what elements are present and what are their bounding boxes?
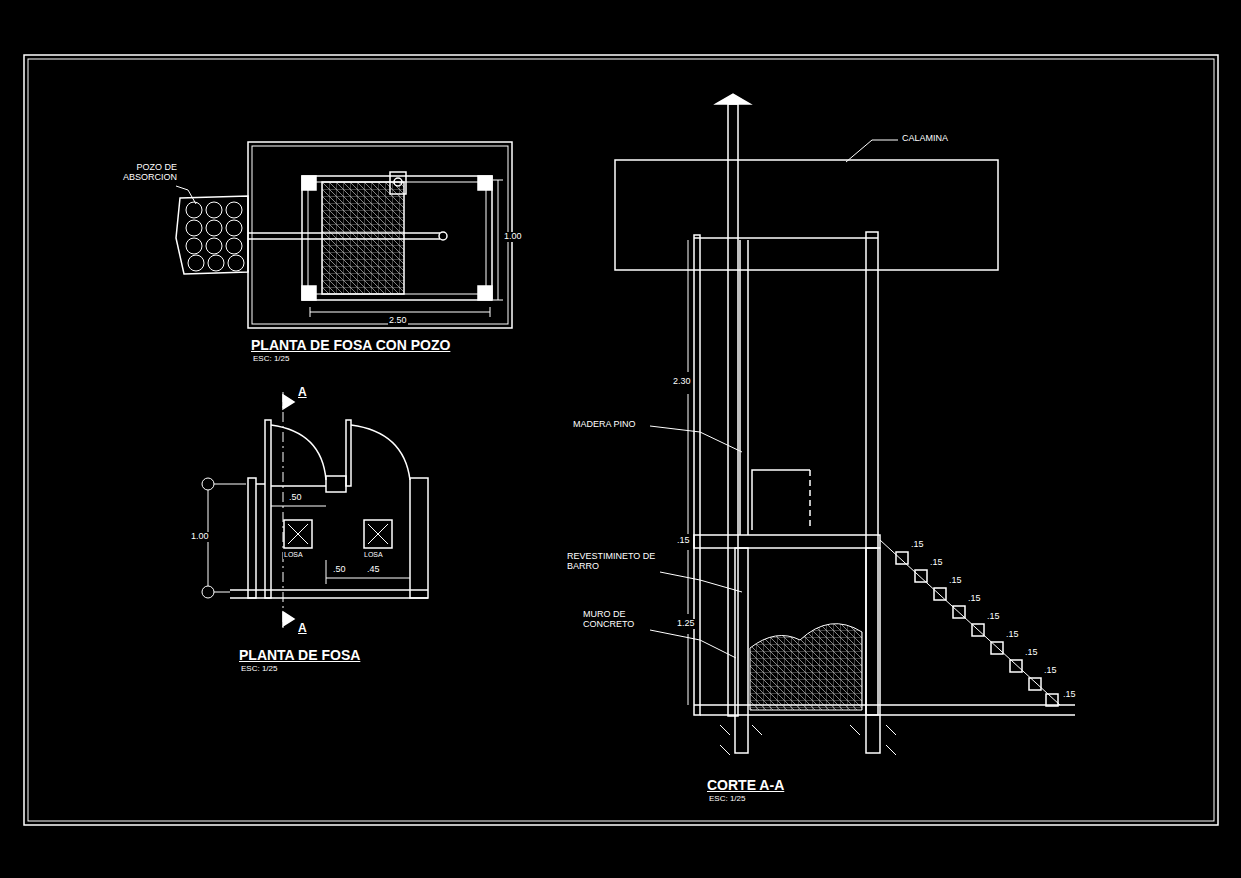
dimension: .15 (948, 576, 963, 586)
scale-note: ESC: 1/25 (708, 795, 746, 804)
dimension: 2.50 (388, 316, 408, 326)
dimension: .15 (986, 612, 1001, 622)
dimension: 1.25 (676, 619, 696, 629)
dimension: .50 (288, 493, 303, 503)
dimension: .15 (1043, 666, 1058, 676)
view-title: PLANTA DE FOSA CON POZO (250, 338, 451, 353)
dimension: .15 (1062, 690, 1077, 700)
section-mark: A (297, 386, 308, 399)
callout-label: POZO DE ABSORCION (96, 163, 178, 183)
dimension: .15 (1024, 648, 1039, 658)
callout-label: CALAMINA (901, 134, 949, 144)
dimension: .15 (929, 558, 944, 568)
view-title: PLANTA DE FOSA (238, 648, 361, 663)
dimension: .15 (967, 594, 982, 604)
part-label: LOSA (363, 551, 384, 559)
dimension: .15 (910, 540, 925, 550)
dimension: .50 (332, 565, 347, 575)
section-mark: A (297, 622, 308, 635)
dimension: .15 (1005, 630, 1020, 640)
dimension: 2.30 (672, 377, 692, 387)
dimension: .45 (366, 565, 381, 575)
part-label: LOSA (283, 551, 304, 559)
dimension: .15 (676, 536, 691, 546)
callout-label: REVESTIMINETO DE BARRO (566, 552, 660, 572)
view-title: CORTE A-A (706, 778, 785, 793)
callout-label: MURO DE CONCRETO (582, 610, 650, 630)
dimension: 1.00 (190, 532, 210, 542)
callout-label: MADERA PINO (572, 420, 637, 430)
scale-note: ESC: 1/25 (240, 665, 278, 674)
dimension: 1.00 (503, 232, 523, 242)
scale-note: ESC: 1/25 (252, 355, 290, 364)
